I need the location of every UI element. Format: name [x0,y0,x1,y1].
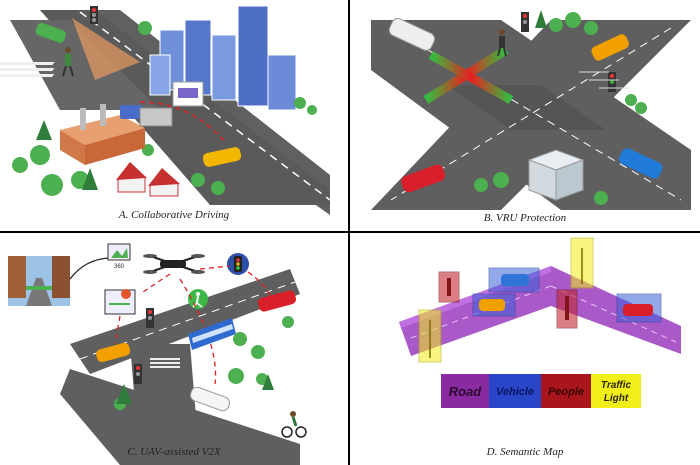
panel-vru-protection: B. VRU Protection [351,0,700,231]
roadside-unit-icon [172,81,204,107]
legend-traffic-light-label-1: Traffic [601,380,632,391]
truck [120,105,173,127]
orange-car [96,342,131,363]
legend-people-swatch [541,374,591,408]
traffic-light-icon [521,12,616,92]
factory [60,104,145,165]
trees [114,316,294,410]
legend-vehicle-label: Vehicle [496,386,534,398]
uav-v2x-scene: 360 [8,243,307,465]
white-car [388,18,436,51]
police-car [190,386,230,412]
bus [188,318,236,350]
trees [474,10,647,205]
sensor-beam [72,18,140,80]
caption-uav-assisted-v2x: C. UAV-assisted V2X [127,446,222,458]
caption-semantic-map: D. Semantic Map [486,446,564,458]
traffic-light-icon [90,6,98,24]
crosswalk [0,62,55,77]
pedestrian-icon [497,29,507,57]
legend-traffic-light-label-2: Light [604,393,629,404]
red-car [257,290,297,312]
caption-collaborative-driving: A. Collaborative Driving [118,209,230,221]
traffic-light-boxes [418,237,594,363]
semantic-legend: Road Vehicle People Traffic Light [441,374,641,408]
traffic-light-badge-icon [227,253,249,275]
parking-lines [579,71,629,89]
warning-arrow [428,51,514,104]
link-arrow [69,257,111,280]
camera-360-icon: 360 [107,243,131,270]
taxi-car [202,147,242,167]
panel-semantic-map: Road Vehicle People Traffic Light D. Sem… [351,234,700,465]
semantic-map-scene: Road Vehicle People Traffic Light D. Sem… [399,237,681,458]
legend-traffic-light-swatch [591,374,641,408]
drone-icon [143,254,205,274]
legend-road-swatch [441,374,489,408]
legend-vehicle-swatch [489,374,541,408]
map-pin-icon [104,289,136,315]
street-photo [8,256,70,306]
collaborative-driving-scene: A. Collaborative Driving [0,5,331,221]
red-car [401,164,446,193]
traffic-light-icon [134,308,154,384]
people-boxes [438,271,578,329]
green-car [35,22,66,43]
blue-car [619,148,663,179]
houses [116,162,180,197]
road-segment [399,266,681,356]
caption-vru-protection: B. VRU Protection [484,212,567,224]
vru-protection-scene: B. VRU Protection [371,10,691,224]
orange-car [591,34,629,61]
lane-marking [79,11,331,201]
crossing-road [10,20,160,110]
svg-text:360: 360 [114,264,125,270]
crosswalk [150,358,180,368]
legend-road-label: Road [449,384,483,399]
communication-arrow [139,101,226,143]
road-vertical [130,344,200,465]
vehicle-boxes [472,267,662,323]
pedestrian-icon [62,47,74,77]
city-buildings [149,5,297,111]
horizontal-divider [0,231,700,233]
panel-uav-assisted-v2x: 360 [0,234,348,465]
lane-marking [79,281,296,360]
legend-people-label: People [548,386,584,398]
panel-collaborative-driving: A. Collaborative Driving [0,0,348,231]
cyclist-icon [281,411,307,438]
office-building [527,149,585,201]
